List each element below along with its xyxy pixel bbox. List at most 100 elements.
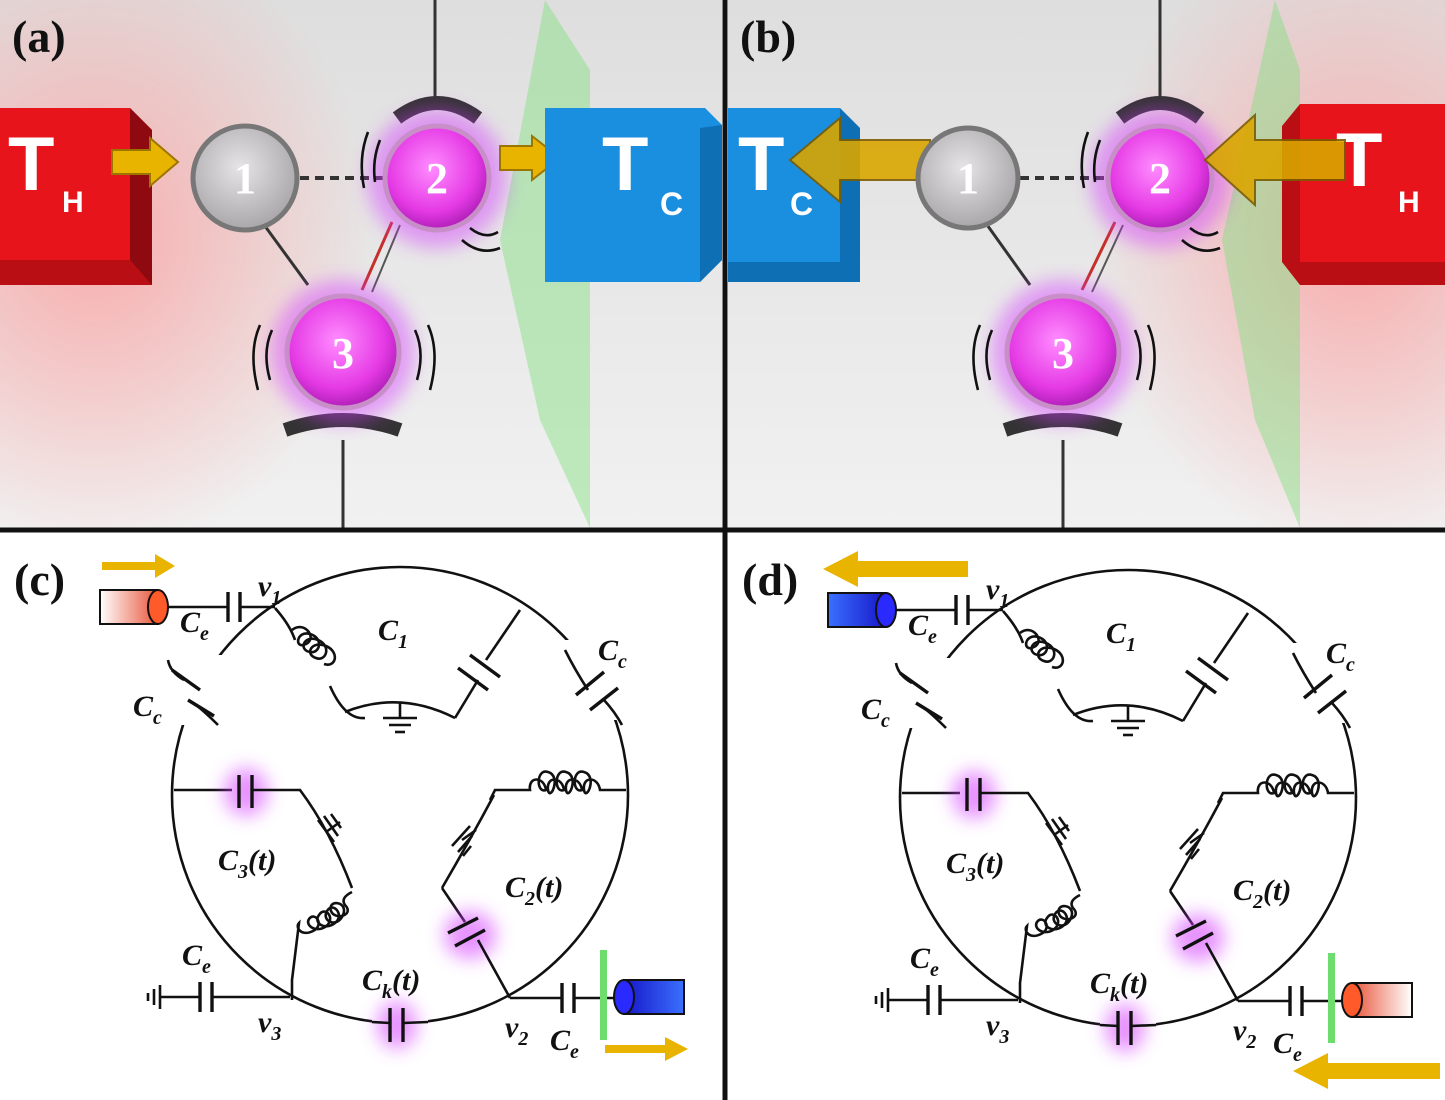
cold-cable-c	[613, 979, 685, 1015]
node2-output-line	[510, 983, 620, 1013]
ce-label-2: Ce	[550, 1024, 579, 1063]
cold-bath-subscript: C	[660, 186, 683, 222]
hot-bath-subscript: H	[1398, 186, 1420, 219]
ce-label-1: Ce	[908, 609, 937, 648]
ring-gap	[893, 658, 953, 728]
qubit-3: 3	[972, 280, 1156, 437]
coupler-2-3	[360, 221, 394, 291]
coupler-1-3	[260, 221, 310, 286]
c2-lead-bottom	[1204, 942, 1240, 1002]
inductor-1	[291, 625, 366, 720]
node1-arc	[1072, 704, 1184, 723]
node1-wire	[274, 607, 297, 641]
panel-c-label: (c)	[14, 554, 65, 605]
coupler-1-3	[983, 221, 1032, 286]
inductor-2	[1216, 773, 1354, 804]
inductor-3	[1018, 893, 1081, 1003]
ck-label: Ck(t)	[362, 964, 420, 1003]
coupling-capacitor-right	[1291, 652, 1352, 729]
heat-flow-arrow	[102, 554, 175, 578]
node1-input-line	[160, 592, 275, 622]
hot-bath-label: T	[8, 122, 54, 207]
ck-label: Ck(t)	[1090, 967, 1148, 1006]
c2-lead-bottom	[476, 939, 512, 999]
node1-arc	[344, 701, 456, 720]
panel-c: (c) Cc Cc Ck(t)	[14, 554, 688, 1063]
v2-label: v2	[1233, 1014, 1256, 1053]
inductor-1	[1019, 628, 1094, 723]
coupling-capacitor-k	[1099, 1004, 1157, 1052]
coupling-capacitor-k	[371, 1001, 429, 1049]
c2t-label: C2(t)	[1233, 874, 1291, 913]
ce-label-3: Ce	[182, 939, 211, 978]
ring-gap	[165, 655, 225, 725]
heat-flow-arrow	[605, 1037, 688, 1061]
panel-b: T C 1 2 T H	[728, 0, 1445, 528]
ground-3	[316, 813, 343, 843]
frequency-filter	[600, 950, 607, 1040]
heat-flow-arrow	[823, 551, 968, 587]
node3-ground-line	[146, 982, 290, 1012]
hot-bath-subscript: H	[62, 186, 84, 219]
inductor-2	[488, 770, 626, 801]
capacitor-3	[224, 768, 268, 816]
panel-a: T H 1 2 T C	[0, 0, 722, 528]
ground-3	[1044, 816, 1071, 846]
heat-flow-arrow	[1203, 112, 1346, 208]
frequency-filter	[1328, 953, 1335, 1043]
ground-1	[1111, 706, 1145, 737]
capacitor-2	[1172, 914, 1224, 962]
heat-flow-arrow	[1293, 1053, 1440, 1089]
panel-a-label: (a)	[12, 11, 66, 62]
qubit-1: 1	[190, 123, 300, 233]
cc-label-right: Cc	[598, 634, 627, 673]
capacitor-1	[1184, 612, 1250, 695]
c1-label: C1	[1106, 617, 1136, 656]
qubit-1-label: 1	[234, 154, 256, 203]
node3-ground-line	[874, 985, 1018, 1015]
c1-lead	[1181, 682, 1208, 722]
qubit-3-label: 3	[1052, 329, 1074, 378]
inductor-3	[290, 890, 353, 1000]
ground-2	[1179, 828, 1205, 860]
cc-label-left: Cc	[861, 693, 890, 732]
ce-label-2: Ce	[1273, 1027, 1302, 1066]
qubit-1: 1	[915, 125, 1021, 231]
panel-d: (d) Cc Cc	[742, 551, 1440, 1089]
c1-lead	[453, 679, 480, 719]
qubit-3: 3	[252, 280, 436, 437]
coupling-capacitor-right	[563, 649, 624, 726]
c1-label: C1	[378, 614, 408, 653]
qubit-2-label: 2	[1149, 154, 1171, 203]
cc-label-right: Cc	[1326, 637, 1355, 676]
cc-label-left: Cc	[133, 690, 162, 729]
coupler-2-3-b	[371, 224, 401, 293]
qubit-2-label: 2	[426, 154, 448, 203]
hot-bath-block: T H	[0, 108, 152, 285]
capacitor-3	[952, 771, 996, 819]
c2t-label: C2(t)	[505, 871, 563, 910]
ground-1	[383, 703, 417, 734]
capacitor-2	[444, 911, 496, 959]
qubit-1-label: 1	[957, 154, 979, 203]
qubit-2: 2	[1080, 96, 1230, 252]
ce-label-1: Ce	[180, 606, 209, 645]
hot-bath-block: T H	[1282, 104, 1445, 285]
node2-output-line	[1238, 986, 1348, 1016]
ground-2	[451, 825, 477, 857]
cold-bath-block: T C	[545, 108, 722, 282]
node1-input-line	[888, 595, 1003, 625]
capacitor-1	[456, 609, 522, 692]
cold-bath-label: T	[602, 122, 648, 207]
v2-label: v2	[505, 1011, 528, 1050]
coupling-capacitor-left	[894, 662, 947, 729]
c3t-label: C3(t)	[946, 847, 1004, 886]
cold-bath-subscript: C	[790, 186, 813, 222]
v3-label: v3	[258, 1006, 281, 1045]
hot-cable-d	[1341, 982, 1413, 1018]
node1-wire	[1002, 610, 1025, 644]
cold-bath-label: T	[738, 122, 784, 207]
c3t-label: C3(t)	[218, 844, 276, 883]
heat-flow-arrow	[111, 135, 180, 189]
